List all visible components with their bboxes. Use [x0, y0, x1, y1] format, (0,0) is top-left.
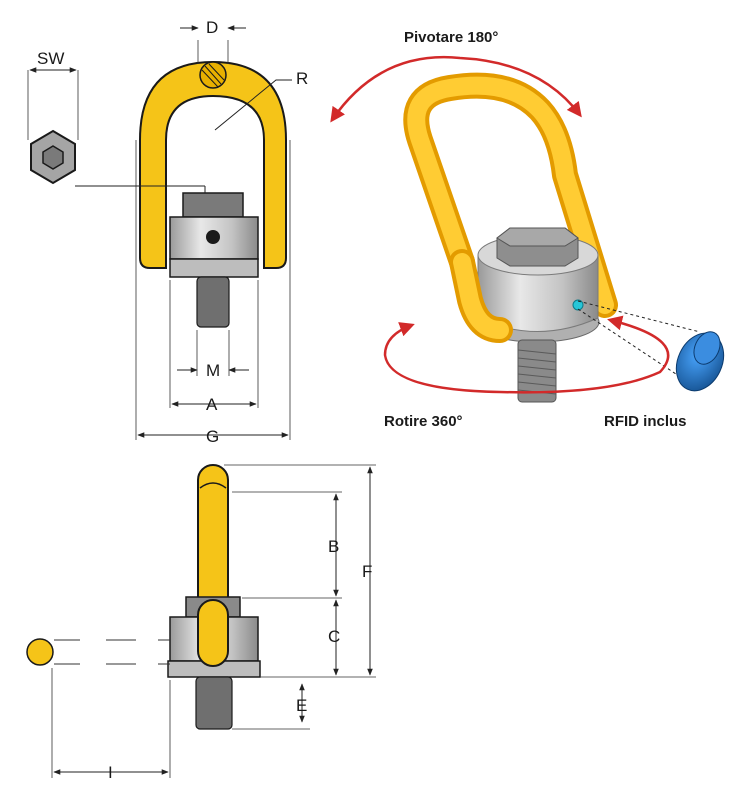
side-view [26, 464, 376, 778]
dim-label-c: C [328, 627, 340, 646]
dim-label-f: F [362, 562, 372, 581]
thread-front [196, 276, 230, 328]
dim-label-sw: SW [37, 49, 64, 68]
dim-label-r: R [296, 69, 308, 88]
dim-label-g: G [206, 427, 219, 446]
sw-hex-symbol [27, 67, 206, 193]
bail-end-circle [26, 638, 54, 666]
ring-front [139, 60, 287, 269]
iso-view [330, 55, 725, 403]
hex-nut-front [182, 192, 244, 218]
caption-rotate: Rotire 360° [384, 413, 463, 430]
front-view [135, 25, 292, 440]
pivot-arrow [330, 55, 582, 123]
caption-pivot: Pivotare 180° [404, 29, 498, 46]
dim-label-m: M [206, 361, 220, 380]
dim-label-a: A [206, 395, 218, 414]
caption-rfid: RFID inclus [604, 413, 687, 430]
dim-label-d: D [206, 18, 218, 37]
dim-label-e: E [296, 696, 307, 715]
dim-label-i: I [108, 763, 113, 782]
rfid-tag-icon [675, 331, 725, 392]
rotate-arrow [383, 315, 670, 394]
thread-side [195, 676, 233, 730]
base-plate-front [169, 258, 259, 278]
dim-label-b: B [328, 537, 339, 556]
